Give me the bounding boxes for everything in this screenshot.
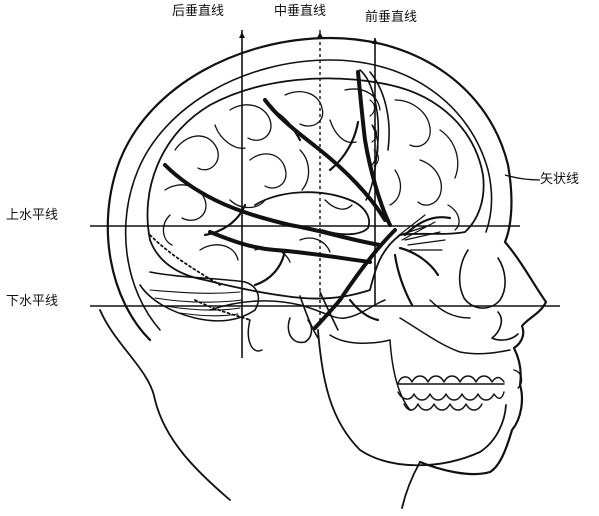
upper-horizontal-label: 上水平线 — [6, 208, 58, 224]
middle-vertical-label: 中垂直线 — [274, 4, 326, 20]
anterior-vertical-label: 前垂直线 — [365, 10, 417, 26]
nasal-bone — [492, 312, 518, 340]
sylvian-fissure-vessels — [398, 215, 445, 250]
posterior-vertical-label: 后垂直线 — [172, 4, 224, 20]
neck-outline — [100, 310, 230, 500]
mastoid-process — [288, 318, 311, 342]
sagittal-label: 矢状线 — [540, 172, 579, 188]
lower-horizontal-label: 下水平线 — [6, 294, 58, 310]
cerebellum-folia — [150, 290, 242, 316]
orbit — [460, 250, 505, 308]
occipital-condyle — [248, 320, 262, 351]
cheekbone — [430, 300, 470, 318]
teeth — [398, 370, 521, 410]
brain-gyri — [163, 89, 459, 262]
middle-cerebral-artery — [165, 72, 395, 328]
throat-outline — [402, 462, 420, 508]
skull-inner-outline — [126, 60, 492, 330]
mandible-ramus — [330, 335, 410, 410]
